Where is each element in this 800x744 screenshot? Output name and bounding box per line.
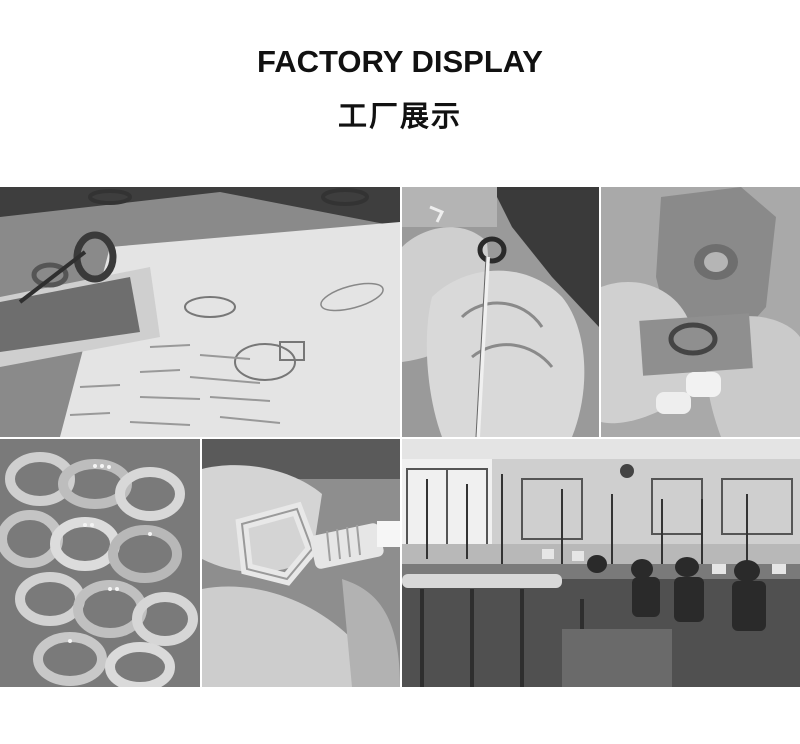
wax-mold-hands-photo (601, 187, 800, 437)
page-title-english: FACTORY DISPLAY (257, 44, 543, 79)
factory-workshop-photo (402, 439, 800, 687)
sketch-and-wax-ring-photo (0, 187, 400, 437)
page-title-chinese: 工厂展示 (337, 99, 462, 133)
ring-polishing-photo (202, 439, 400, 687)
stacked-silver-rings-photo (0, 439, 200, 687)
hand-engraving-ring-photo (402, 187, 599, 437)
factory-photo-gallery (0, 187, 800, 687)
